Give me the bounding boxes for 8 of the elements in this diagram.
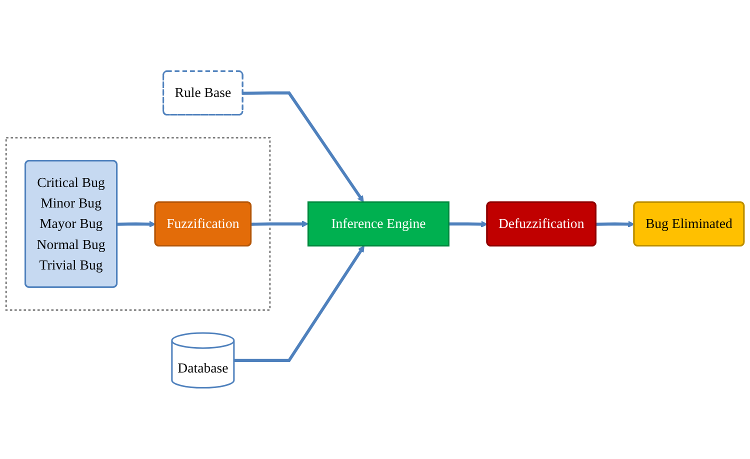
node-box: Inference Engine [307,201,450,247]
arrow [596,220,635,228]
arrow [234,245,364,362]
cluster [5,137,271,311]
arrow [117,220,156,228]
arrow [251,220,309,228]
arrow [448,220,488,228]
arrow [242,91,364,202]
